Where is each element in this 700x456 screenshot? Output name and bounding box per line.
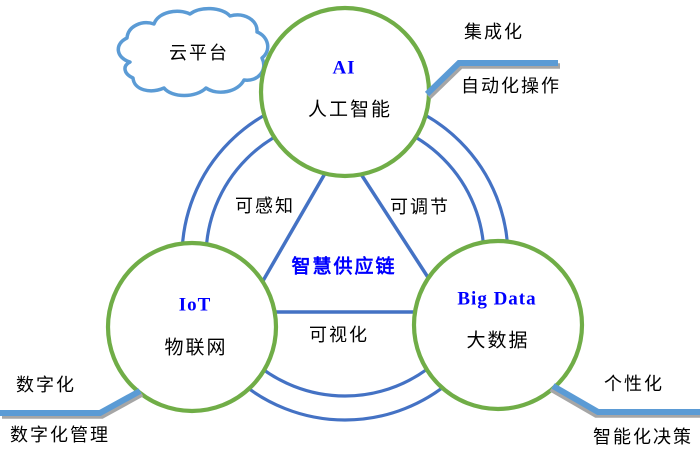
ai-node-abbr: AI [332,57,356,79]
bigdata-node-circle [411,238,585,412]
edge-line-ai-bigdata [357,170,433,283]
bigdata-node-abbr: Big Data [457,288,537,310]
center-title: 智慧供应链 [291,256,397,278]
ai-node-circle [258,5,432,179]
edge-label-ai-iot: 可感知 [235,196,295,216]
callout-label-integration: 集成化 [464,22,524,42]
callout-label-digital-management: 数字化管理 [10,425,110,445]
callout-label-personalization: 个性化 [604,374,664,394]
iot-node-name: 物联网 [164,337,228,359]
callout-label-intelligent-decision: 智能化决策 [593,427,693,447]
callout-line-bottom-right [551,383,700,415]
edge-label-ai-bigdata: 可调节 [390,197,450,217]
iot-node-abbr: IoT [178,294,212,316]
edge-line-ai-iot [258,169,329,287]
callout-line-bottom-left [0,388,142,416]
cloud-label: 云平台 [169,43,229,63]
callout-label-automated-operation: 自动化操作 [461,76,561,96]
callout-line-top-right [424,60,558,97]
edge-label-iot-bigdata: 可视化 [309,325,369,345]
ai-node-name: 人工智能 [307,99,393,121]
iot-node-circle [105,240,279,414]
callout-label-digitization: 数字化 [16,375,76,395]
cloud-icon [116,6,270,98]
bigdata-node-name: 大数据 [466,330,530,352]
